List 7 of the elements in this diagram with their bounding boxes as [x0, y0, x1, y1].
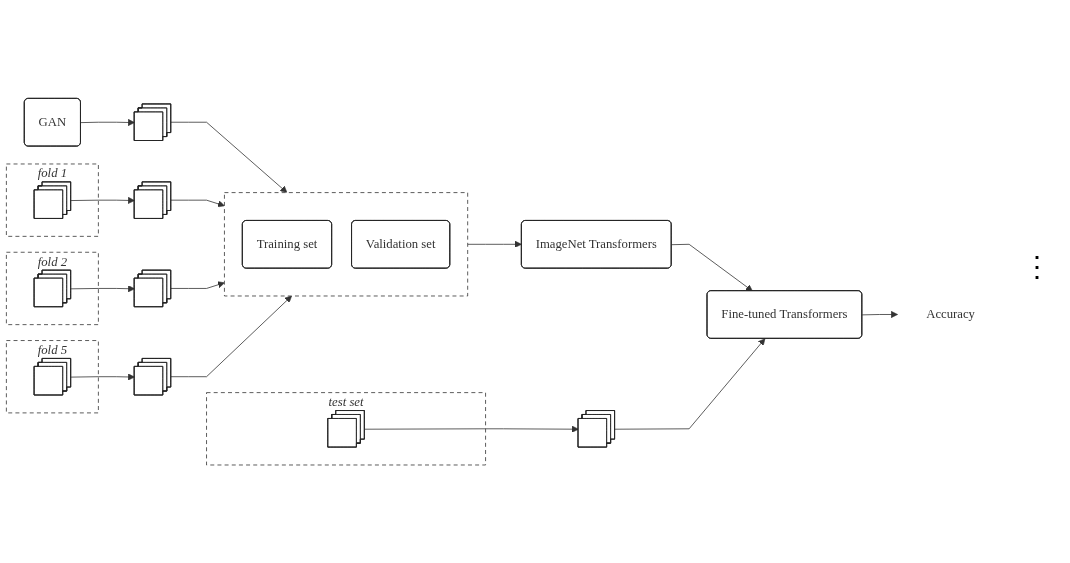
cluster: [224, 192, 469, 297]
ellipsis-mark: ⋮: [1022, 250, 1052, 283]
cluster: fold 2: [5, 251, 99, 325]
cluster: fold 1: [5, 163, 99, 237]
node-text: Accuracy: [926, 307, 975, 321]
cluster: test set: [206, 392, 486, 466]
cluster: fold 5: [5, 339, 99, 414]
